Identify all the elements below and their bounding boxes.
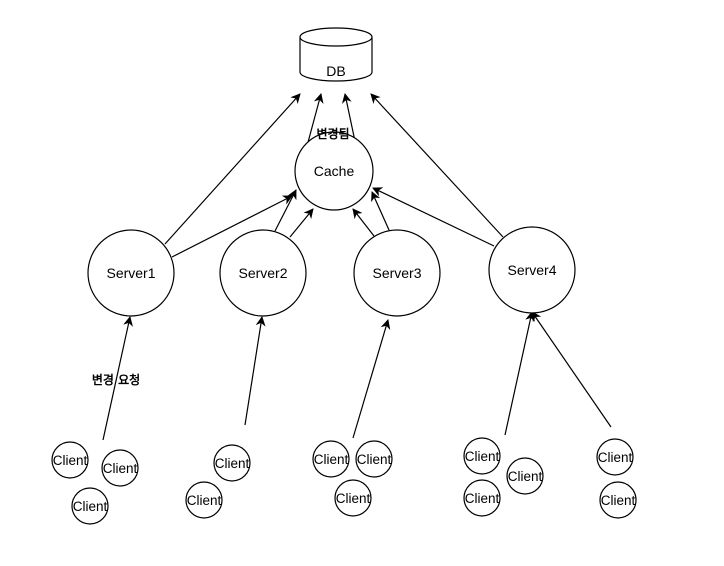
client-circle (355, 440, 393, 478)
clients-group-4: Client Client Client Client Client (463, 437, 637, 519)
edges (102, 93, 612, 441)
client-label: Client (465, 449, 500, 464)
annotation-changed: 변경됨 (316, 126, 349, 141)
client-label: Client (187, 493, 222, 508)
client-label: Client (508, 469, 543, 484)
db-label: DB (326, 63, 345, 79)
client-circle (596, 438, 634, 476)
edge-server3-cache-a (352, 208, 375, 237)
client-circle (101, 449, 139, 487)
edge-server1-cache (171, 195, 293, 258)
edge-server4-cache (372, 187, 495, 247)
db-cylinder (299, 37, 373, 82)
client-circle (599, 481, 637, 519)
edge-server4-db (370, 93, 504, 238)
client-circle (334, 479, 372, 517)
cache-circle (294, 131, 374, 211)
server3-node: Server3 (353, 229, 441, 317)
server2-node: Server2 (219, 229, 307, 317)
clients-group-2: Client Client (185, 444, 251, 519)
clients-group-1: Client Client Client (51, 441, 139, 525)
client-circle (213, 444, 251, 482)
edge-server2-cache-b (289, 208, 314, 238)
client-label: Client (465, 491, 500, 506)
client-circle (185, 481, 223, 519)
server4-circle (488, 226, 576, 314)
server3-circle (353, 229, 441, 317)
client-label: Client (314, 452, 349, 467)
edge-server1-db (164, 93, 301, 245)
server3-label: Server3 (372, 265, 421, 281)
db-cylinder-top (299, 27, 373, 47)
edge-server3-cache-b (371, 191, 390, 231)
server1-node: Server1 (87, 229, 175, 317)
client-circle (463, 479, 501, 517)
client-circle (506, 457, 544, 495)
edge-clients1-server1 (102, 316, 133, 441)
client-label: Client (215, 456, 250, 471)
client-label: Client (73, 499, 108, 514)
db-node: DB (299, 27, 373, 82)
client-circle (51, 441, 89, 479)
clients-group-3: Client Client Client (312, 440, 393, 517)
server4-label: Server4 (507, 262, 556, 278)
server2-circle (219, 229, 307, 317)
server4-node: Server4 (488, 226, 576, 314)
edge-clients4a-server4 (504, 311, 535, 436)
edge-clients2-server2 (244, 316, 266, 426)
cache-label: Cache (314, 163, 355, 179)
client-circle (71, 487, 109, 525)
cache-node: Cache (294, 131, 374, 211)
edge-clients3-server3 (352, 319, 391, 439)
server2-label: Server2 (238, 265, 287, 281)
server1-circle (87, 229, 175, 317)
server1-label: Server1 (106, 265, 155, 281)
client-circle (312, 440, 350, 478)
edge-clients4b-server4 (531, 311, 612, 428)
client-label: Client (336, 491, 371, 506)
client-circle (463, 437, 501, 475)
client-label: Client (598, 450, 633, 465)
edge-server2-cache-a (274, 189, 297, 232)
annotation-change-request: 변경 요청 (92, 372, 140, 387)
client-label: Client (103, 461, 138, 476)
client-label: Client (357, 452, 392, 467)
client-label: Client (53, 453, 88, 468)
edge-cache-db-left (306, 93, 324, 147)
client-label: Client (601, 493, 636, 508)
